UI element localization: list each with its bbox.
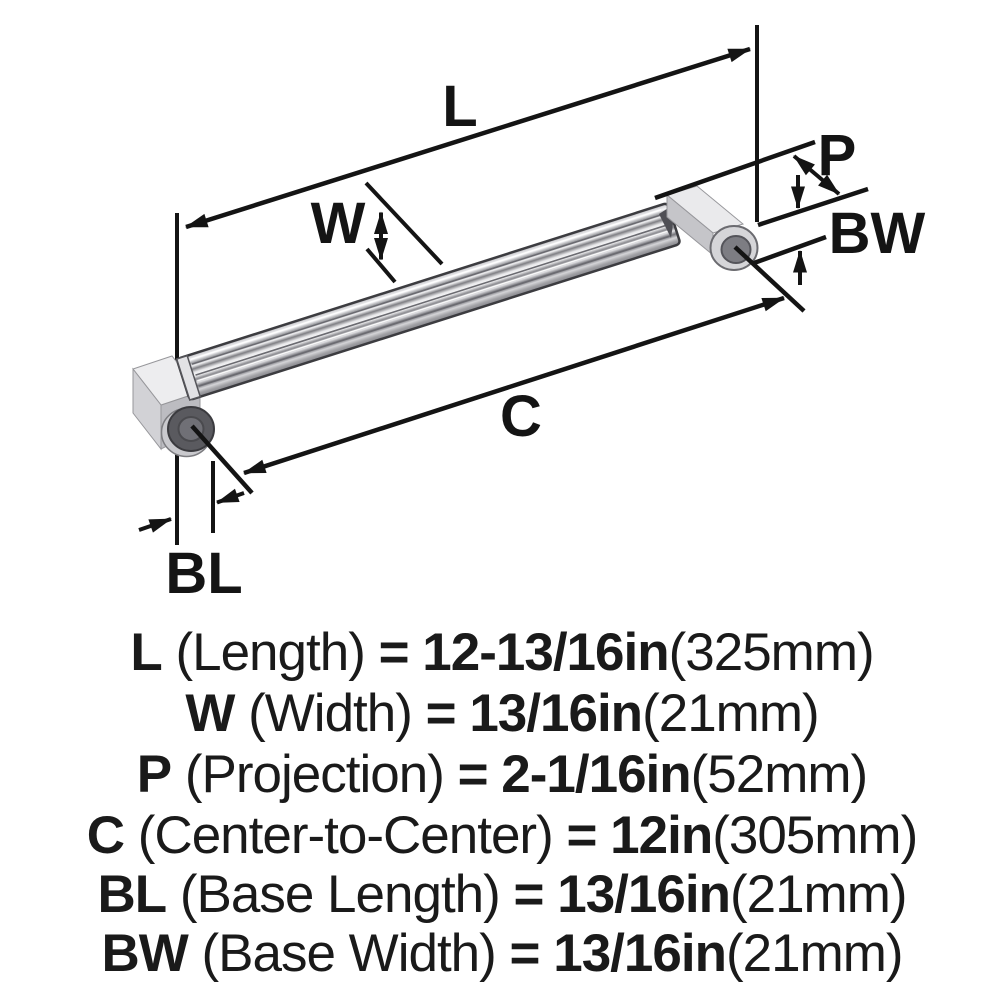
callout-center-to-center: C (500, 384, 542, 449)
spec-symbol: L (130, 623, 161, 682)
callout-base-width: BW (829, 201, 926, 266)
spec-imperial-value: 13/16in (557, 865, 730, 924)
spec-metric-value: (52mm) (691, 745, 868, 804)
dim-tick-base-width (753, 234, 827, 266)
dim-tick-width-upper (364, 181, 444, 266)
spec-table: L (Length) = 12-13/16in(325mm) W (Width)… (87, 623, 918, 983)
dim-line-length (185, 46, 751, 230)
spec-name: (Base Width) (188, 924, 510, 983)
spec-name: (Length) (162, 623, 379, 682)
spec-row-base-length: BL (Base Length) = 13/16in(21mm) (97, 865, 906, 924)
dim-arrow-projection-diagonal (792, 154, 841, 196)
dim-arrow-base-length-left (138, 517, 172, 533)
handle-bar-group (175, 202, 681, 401)
spec-equals: = (514, 865, 558, 924)
spec-name: (Width) (234, 684, 425, 743)
handle-bar-end-cap (175, 354, 202, 401)
spec-metric-value: (325mm) (669, 623, 874, 682)
spec-equals: = (379, 623, 423, 682)
spec-equals: = (566, 806, 610, 865)
callout-width: W (311, 191, 366, 256)
dim-line-center-to-center (243, 295, 785, 476)
spec-row-base-width: BW (Base Width) = 13/16in(21mm) (101, 924, 902, 983)
spec-symbol: BW (101, 924, 188, 983)
dim-arrow-base-length-right (216, 488, 245, 505)
spec-row-center-to-center: C (Center-to-Center) = 12in(305mm) (87, 806, 917, 865)
spec-imperial-value: 13/16in (469, 684, 642, 743)
bar-flute-highlight (190, 208, 662, 361)
spec-symbol: P (137, 745, 171, 804)
bar-flute-groove (191, 213, 663, 365)
spec-equals: = (426, 684, 470, 743)
spec-row-projection: P (Projection) = 2-1/16in(52mm) (137, 745, 867, 804)
bar-flute-groove (195, 224, 667, 376)
spec-symbol: C (87, 806, 124, 865)
handle-illustration (132, 185, 759, 458)
spec-metric-value: (21mm) (730, 865, 907, 924)
spec-name: (Center-to-Center) (124, 806, 566, 865)
leader-line-right (733, 245, 806, 313)
spec-imperial-value: 12-13/16in (422, 623, 668, 682)
spec-name: (Base Length) (166, 865, 513, 924)
callout-length: L (442, 74, 477, 139)
dimension-annotations: L W P BW C BL (138, 46, 926, 606)
spec-metric-value: (21mm) (726, 924, 903, 983)
spec-metric-value: (305mm) (712, 806, 917, 865)
dim-tick-projection-lower (757, 186, 869, 228)
spec-row-width: W (Width) = 13/16in(21mm) (185, 684, 818, 743)
spec-name: (Projection) (171, 745, 457, 804)
spec-equals: = (458, 745, 502, 804)
spec-imperial-value: 12in (610, 806, 712, 865)
left-post-front-face (132, 367, 162, 451)
spec-imperial-value: 13/16in (553, 924, 726, 983)
spec-symbol: W (185, 684, 235, 743)
spec-metric-value: (21mm) (642, 684, 819, 743)
callout-projection: P (818, 123, 857, 188)
spec-symbol: BL (97, 865, 166, 924)
spec-row-length: L (Length) = 12-13/16in(325mm) (130, 623, 873, 682)
leader-line-left (190, 424, 254, 495)
callout-base-length: BL (165, 541, 242, 606)
dim-tick-projection-upper (654, 139, 816, 201)
dim-tick-width-lower (365, 247, 397, 284)
spec-imperial-value: 2-1/16in (501, 745, 690, 804)
spec-equals: = (510, 924, 554, 983)
